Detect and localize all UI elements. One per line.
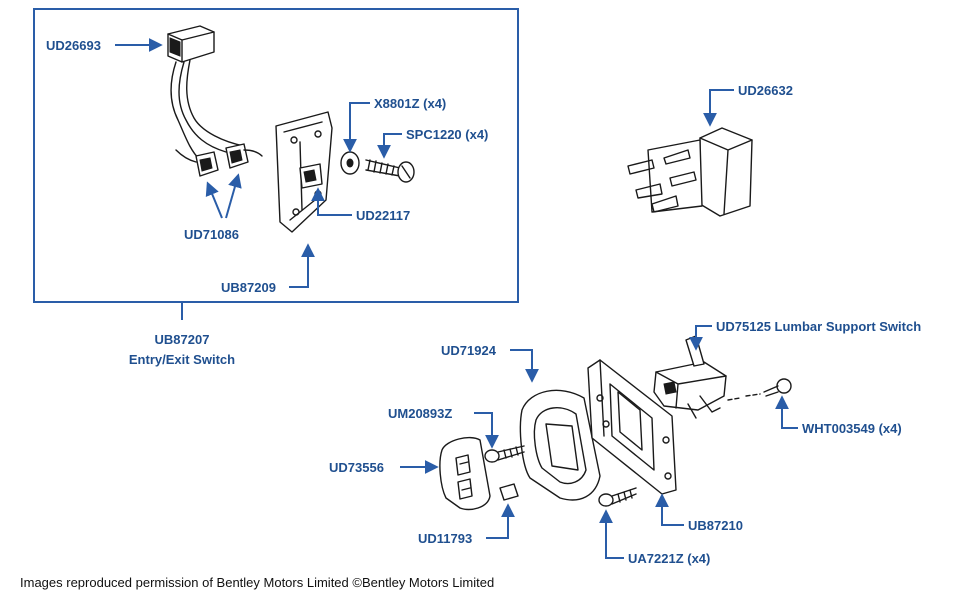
label-ud11793: UD11793 bbox=[418, 531, 472, 546]
label-ud73556: UD73556 bbox=[329, 460, 384, 475]
switches-ud71086-drawing bbox=[175, 143, 263, 177]
connector-ud26693-drawing bbox=[167, 25, 245, 161]
label-ub87207: UB87207 bbox=[155, 332, 210, 347]
bracket-ub87210-drawing bbox=[587, 359, 677, 495]
label-ud26693: UD26693 bbox=[46, 38, 101, 53]
relay-ud26632-drawing bbox=[627, 127, 753, 217]
leader-lines bbox=[115, 38, 798, 559]
label-ub87210: UB87210 bbox=[688, 518, 743, 533]
label-x8801z: X8801Z (x4) bbox=[374, 96, 446, 111]
label-ub87209: UB87209 bbox=[221, 280, 276, 295]
screw-ua7221z-drawing bbox=[598, 487, 637, 507]
small-fixings-drawing bbox=[484, 445, 525, 501]
label-wht003549: WHT003549 (x4) bbox=[802, 421, 902, 436]
label-ud22117: UD22117 bbox=[356, 208, 410, 223]
label-entry-exit-switch: Entry/Exit Switch bbox=[129, 352, 235, 367]
label-ud71924: UD71924 bbox=[441, 343, 497, 358]
copyright-footer: Images reproduced permission of Bentley … bbox=[20, 575, 494, 590]
label-spc1220: SPC1220 (x4) bbox=[406, 127, 488, 142]
label-ud71086: UD71086 bbox=[184, 227, 239, 242]
label-ua7221z: UA7221Z (x4) bbox=[628, 551, 710, 566]
plate-ud73556-drawing bbox=[439, 436, 491, 511]
screw-wht003549-drawing bbox=[763, 378, 792, 397]
lumbar-switch-ud75125-drawing bbox=[653, 335, 761, 419]
entry-exit-switch-frame bbox=[33, 8, 519, 303]
label-ud75125: UD75125 Lumbar Support Switch bbox=[716, 319, 921, 334]
washer-screw-drawing bbox=[340, 151, 415, 183]
surround-ud71924-drawing bbox=[519, 389, 601, 501]
label-um20893z: UM20893Z bbox=[388, 406, 452, 421]
label-ud26632: UD26632 bbox=[738, 83, 793, 98]
